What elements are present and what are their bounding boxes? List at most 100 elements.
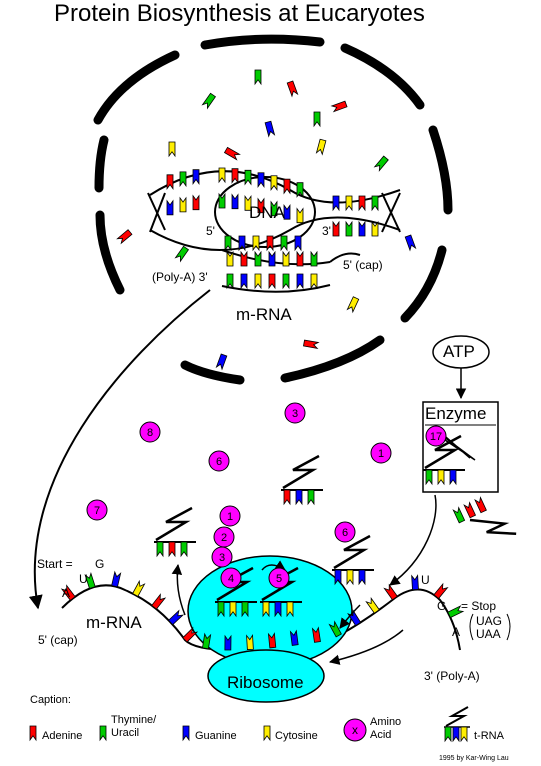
dna-base-bottom: [270, 200, 278, 217]
mrna-base: [296, 273, 304, 290]
dna-base-bottom: [231, 193, 239, 210]
dna-three-prime: 3': [322, 224, 331, 238]
mrna-base: [240, 273, 248, 290]
trna-anticodon-base: [180, 541, 188, 558]
mrna-base: [268, 250, 276, 267]
stop-codon-g: G: [437, 599, 447, 613]
nuclear-mrna: [221, 249, 361, 293]
dna-base-top: [244, 169, 252, 186]
trna-anticodon-base: [241, 601, 249, 618]
nuclear-mrna-label: m-RNA: [236, 305, 292, 324]
dna-open-base: [224, 235, 232, 252]
mrna-codon-base: [111, 570, 122, 588]
mrna-base: [282, 250, 290, 267]
dna-base-bottom: [244, 195, 252, 211]
dna-base-bottom: [358, 220, 366, 237]
caption-amino-symbol-mark: x: [352, 723, 358, 737]
start-codon-u: U: [79, 572, 88, 586]
mrna-codon-base: [132, 579, 146, 597]
free-nucleotide: [215, 353, 228, 371]
trna-released: [452, 496, 517, 536]
free-nucleotide: [315, 138, 327, 156]
trna-anticodon-base: [346, 569, 354, 586]
ribosome-small-subunit: [207, 649, 325, 703]
dna-base-top: [283, 178, 291, 195]
nuclear-envelope: [93, 34, 453, 385]
amino-acid: 4: [220, 567, 242, 589]
mrna-codon-base: [289, 629, 299, 646]
mrna-base: [254, 250, 262, 267]
stop-codon-u: U: [421, 573, 430, 587]
mrna-codon-base: [84, 572, 96, 590]
trna-free: [281, 454, 323, 506]
mrna-codon-base: [328, 620, 342, 638]
credit: 1995 by Kar-Wing Lau: [439, 755, 509, 762]
mrna-codon-base: [168, 609, 185, 626]
trna-anticodon-base: [295, 489, 303, 506]
amino-acid: 6: [208, 450, 230, 472]
trna-anticodon-base: [262, 601, 270, 618]
trna-anticodon-base: [168, 541, 176, 558]
mrna-codon-base: [311, 626, 321, 643]
free-nucleotides: [116, 69, 417, 371]
trna-anticodon-base: [156, 541, 164, 558]
cytoplasm-mrna-label: m-RNA: [86, 613, 142, 632]
enzyme-label: Enzyme: [425, 404, 487, 423]
amino-acid-number: 17: [430, 431, 442, 443]
amino-acid: 5: [268, 567, 290, 589]
atp-label: ATP: [443, 342, 475, 361]
dna-base-bottom: [283, 203, 291, 220]
dna-open-base: [238, 235, 246, 252]
free-nucleotide: [168, 141, 176, 158]
dna-base-bottom: [371, 220, 379, 237]
caption-guanine: Guanine: [195, 730, 237, 742]
amino-acid-number: 5: [276, 573, 282, 585]
caption-uracil-symbol: [99, 725, 107, 742]
dna-base-top: [166, 174, 174, 191]
mrna-codon-base: [224, 634, 232, 651]
trna-anticodon-base: [334, 569, 342, 586]
nuclear-mrna-bases: [226, 250, 318, 290]
trna-anticodon-base: [474, 496, 487, 514]
dna-open-base: [252, 235, 260, 252]
dna-base-bottom: [345, 220, 353, 237]
caption-trna-base: [444, 726, 452, 743]
dna-label: DNA: [249, 203, 285, 222]
amino-acid: 7: [86, 499, 108, 521]
trna-anticodon-base: [217, 601, 225, 618]
start-codon-a: A: [62, 586, 71, 600]
enzyme-box: [422, 401, 499, 493]
amino-acid-number: 8: [147, 427, 153, 439]
trna-anticodon-base: [274, 601, 282, 618]
dna-base-top: [296, 182, 304, 198]
dna-base-top: [332, 195, 340, 212]
mrna-codon-base: [246, 633, 254, 651]
amino-acid: 6: [334, 521, 356, 543]
dna-base-bottom: [296, 207, 304, 224]
free-nucleotide: [303, 339, 320, 349]
trna-anticodon-base: [449, 469, 457, 486]
stop-alt-uag: UAG: [476, 614, 503, 628]
dna-base-bottom: [179, 196, 187, 213]
trna-anticodon-base: [452, 506, 466, 524]
ribosome-label: Ribosome: [227, 673, 304, 692]
nuclear-mrna-3-end: (Poly-A) 3': [152, 270, 208, 284]
mrna-codon-base: [365, 597, 380, 614]
stop-bracket: [469, 613, 474, 641]
start-label: Start =: [37, 557, 73, 571]
free-nucleotide: [346, 296, 360, 314]
free-nucleotide: [286, 80, 299, 98]
free-nucleotide: [254, 69, 262, 86]
free-nucleotide: [201, 92, 217, 110]
amino-acid-number: 1: [378, 448, 384, 460]
amino-acid: 17: [425, 425, 447, 447]
caption-adenine: Adenine: [42, 730, 83, 742]
mrna-base: [310, 273, 318, 290]
trna-anticodon-base: [307, 489, 315, 506]
caption-trna-base: [460, 726, 468, 743]
amino-acid-number: 3: [219, 552, 225, 564]
mrna-base: [240, 250, 248, 267]
